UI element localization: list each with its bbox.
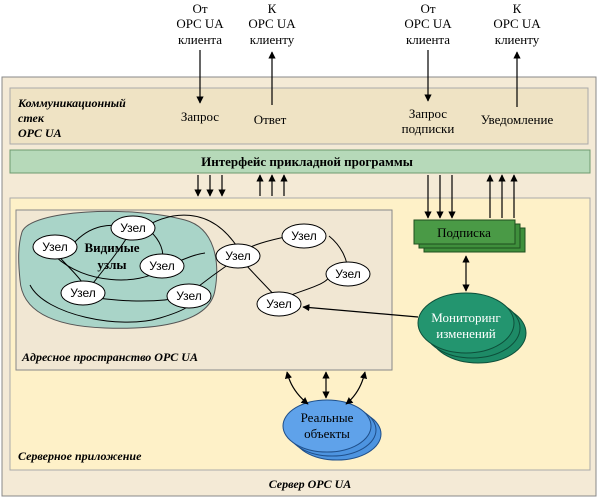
server-application-label: Серверное приложение [18,449,142,463]
subscription-box: Подписка [413,219,526,253]
monitoring-label-line2: изменений [436,326,496,341]
from-client-2-line2: OPC UA [404,16,452,31]
api-bar [9,149,591,174]
visible-nodes-label-line1: Видимые [84,240,139,255]
from-client-2-line1: От [420,1,435,16]
node: Узел [215,243,261,269]
to-client-2-line2: OPC UA [493,16,541,31]
from-client-1-line1: От [192,1,207,16]
response-label: Ответ [254,112,287,127]
communication-stack-box [9,87,589,145]
comm-stack-title-line3: OPC UA [18,126,62,140]
api-bar-label: Интерфейс прикладной программы [201,154,413,169]
node: Узел [281,223,327,249]
notification-label: Уведомление [481,112,554,127]
node: Узел [166,283,212,309]
from-client-1-line3: клиента [178,32,222,47]
monitoring-label-line1: Мониторинг [431,310,500,325]
svg-text:Узел: Узел [42,240,68,254]
svg-text:Узел: Узел [225,249,251,263]
to-client-1-line3: клиенту [250,32,295,47]
node: Узел [110,215,156,241]
node: Узел [256,291,302,317]
subscription-request-line1: Запрос [409,106,447,121]
node: Узел [32,234,78,260]
svg-text:Узел: Узел [266,297,292,311]
comm-stack-title-line1: Коммуникационный [17,96,126,110]
comm-stack-title-line2: стек [18,111,45,125]
server-label: Сервер OPC UA [269,477,352,491]
to-client-1-line2: OPC UA [248,16,296,31]
svg-text:Узел: Узел [291,229,317,243]
visible-nodes-label-line2: узлы [97,257,126,272]
subscription-label: Подписка [437,225,491,240]
svg-text:Узел: Узел [120,221,146,235]
real-objects-label-line1: Реальные [301,410,354,425]
node: Узел [60,280,106,306]
svg-text:Узел: Узел [176,289,202,303]
real-objects-label-line2: объекты [304,426,350,441]
svg-text:Узел: Узел [335,267,361,281]
svg-text:Узел: Узел [70,286,96,300]
to-client-1-line1: К [268,1,277,16]
real-objects-ellipses: Реальные объекты [282,399,382,461]
to-client-2-line3: клиенту [495,32,540,47]
arrows [194,50,521,405]
subscription-request-line2: подписки [402,121,455,136]
monitoring-ellipses: Мониторинг изменений [417,292,527,364]
from-client-1-line2: OPC UA [176,16,224,31]
to-client-2-line1: К [513,1,522,16]
node: Узел [139,253,185,279]
svg-text:Узел: Узел [149,259,175,273]
from-client-2-line3: клиента [406,32,450,47]
node: Узел [325,261,371,287]
address-space-title: Адресное пространство OPC UA [21,350,198,364]
request-label: Запрос [181,109,219,124]
